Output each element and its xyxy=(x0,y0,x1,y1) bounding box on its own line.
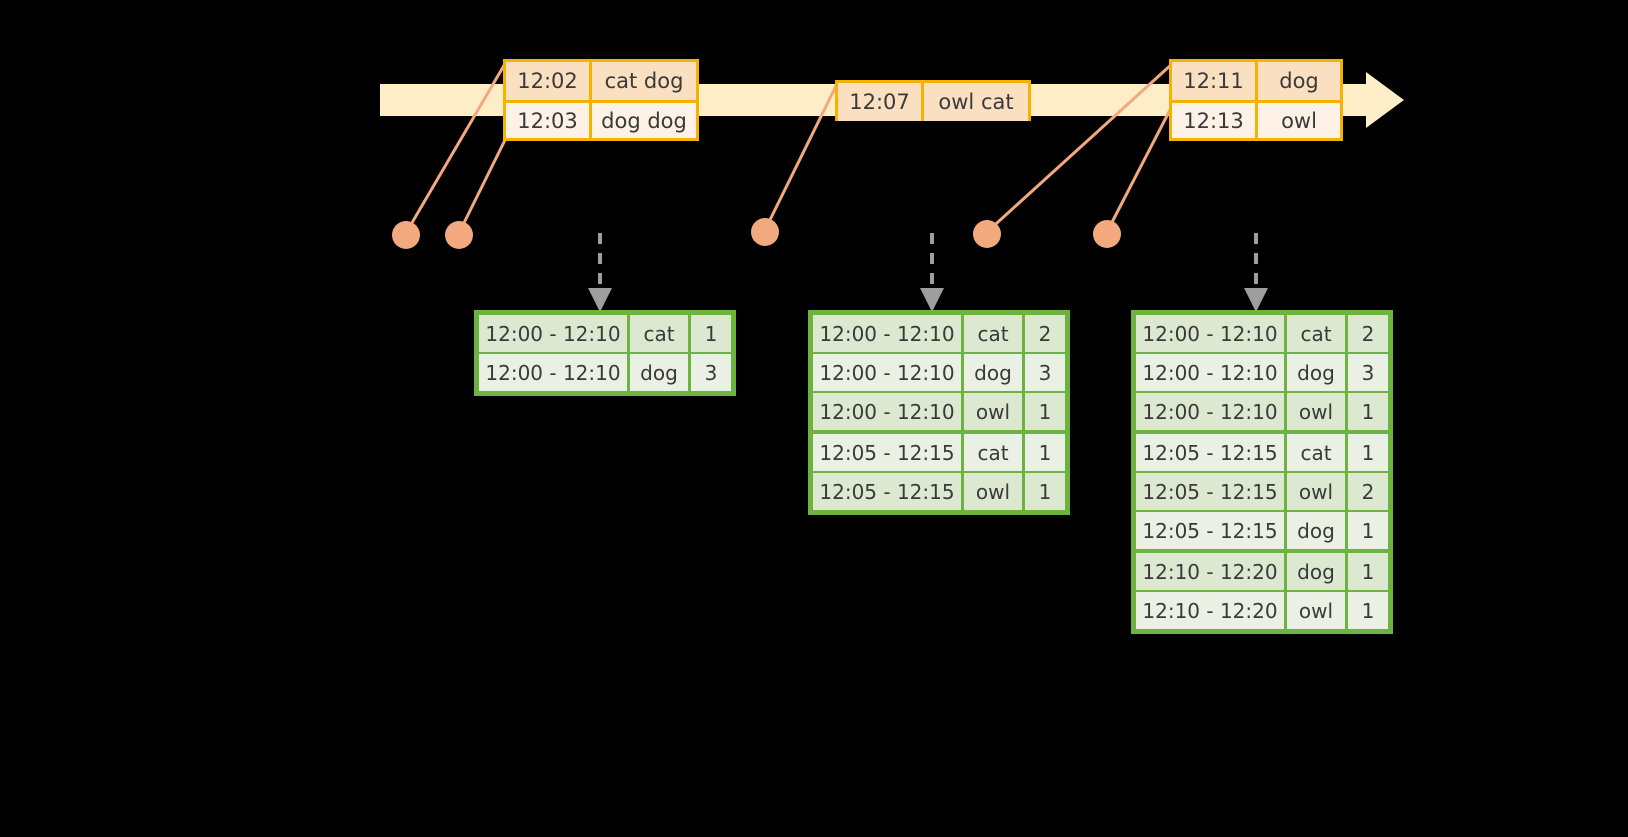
key-cell: cat xyxy=(1287,434,1345,471)
dashed-arrow-head-3 xyxy=(1244,288,1268,312)
timeline-arrow-head xyxy=(1366,72,1404,128)
count-cell: 1 xyxy=(1348,592,1388,629)
event-row[interactable]: 12:07 owl cat xyxy=(838,83,1028,121)
key-cell: cat xyxy=(964,315,1022,352)
window-cell: 12:00 - 12:10 xyxy=(813,315,961,352)
event-value: owl cat xyxy=(924,83,1028,121)
count-cell: 3 xyxy=(1025,354,1065,391)
connector-line-2 xyxy=(457,137,508,234)
key-cell: cat xyxy=(630,315,688,352)
count-cell: 2 xyxy=(1025,315,1065,352)
key-cell: owl xyxy=(1287,473,1345,510)
dashed-arrow-head-1 xyxy=(588,288,612,312)
event-value: owl xyxy=(1258,103,1340,138)
dashed-arrow-head-2 xyxy=(920,288,944,312)
timeline-bar-segment-3 xyxy=(1030,84,1172,116)
event-box-group-3[interactable]: 12:11 dog 12:13 owl xyxy=(1169,59,1343,141)
count-cell: 1 xyxy=(1348,434,1388,471)
count-cell: 2 xyxy=(1348,315,1388,352)
window-cell: 12:00 - 12:10 xyxy=(479,315,627,352)
event-row[interactable]: 12:11 dog xyxy=(1172,62,1340,100)
window-cell: 12:00 - 12:10 xyxy=(813,354,961,391)
event-marker-dot xyxy=(973,220,1001,248)
window-cell: 12:00 - 12:10 xyxy=(813,393,961,430)
timeline-bar-segment-1 xyxy=(380,84,505,116)
window-cell: 12:05 - 12:15 xyxy=(1136,434,1284,471)
window-cell: 12:05 - 12:15 xyxy=(1136,512,1284,549)
window-cell: 12:00 - 12:10 xyxy=(1136,354,1284,391)
event-time: 12:11 xyxy=(1172,62,1258,100)
event-time: 12:07 xyxy=(838,83,924,121)
key-cell: dog xyxy=(1287,354,1345,391)
count-cell: 1 xyxy=(1025,473,1065,510)
event-time: 12:03 xyxy=(506,103,592,138)
count-cell: 1 xyxy=(1025,434,1065,471)
event-value: dog dog xyxy=(592,103,696,138)
window-cell: 12:05 - 12:15 xyxy=(813,434,961,471)
window-cell: 12:10 - 12:20 xyxy=(1136,592,1284,629)
timeline-bar-segment-2 xyxy=(695,84,837,116)
key-cell: cat xyxy=(964,434,1022,471)
count-cell: 1 xyxy=(1348,553,1388,590)
key-cell: cat xyxy=(1287,315,1345,352)
key-cell: owl xyxy=(1287,393,1345,430)
event-box-group-2[interactable]: 12:07 owl cat xyxy=(835,80,1031,121)
event-marker-dot xyxy=(392,221,420,249)
key-cell: owl xyxy=(964,473,1022,510)
window-cell: 12:10 - 12:20 xyxy=(1136,553,1284,590)
key-cell: dog xyxy=(630,354,688,391)
key-cell: owl xyxy=(1287,592,1345,629)
connector-line-5 xyxy=(1105,105,1174,233)
count-cell: 3 xyxy=(1348,354,1388,391)
count-cell: 3 xyxy=(691,354,731,391)
event-row[interactable]: 12:03 dog dog xyxy=(506,100,696,138)
event-time: 12:13 xyxy=(1172,103,1258,138)
key-cell: dog xyxy=(1287,512,1345,549)
event-marker-dot xyxy=(1093,220,1121,248)
event-marker-dot xyxy=(445,221,473,249)
count-cell: 2 xyxy=(1348,473,1388,510)
count-cell: 1 xyxy=(1348,512,1388,549)
event-value: cat dog xyxy=(592,62,696,100)
event-marker-dot xyxy=(751,218,779,246)
count-cell: 1 xyxy=(691,315,731,352)
event-time: 12:02 xyxy=(506,62,592,100)
event-row[interactable]: 12:02 cat dog xyxy=(506,62,696,100)
window-cell: 12:05 - 12:15 xyxy=(1136,473,1284,510)
key-cell: dog xyxy=(964,354,1022,391)
window-cell: 12:05 - 12:15 xyxy=(813,473,961,510)
event-value: dog xyxy=(1258,62,1340,100)
window-cell: 12:00 - 12:10 xyxy=(479,354,627,391)
key-cell: dog xyxy=(1287,553,1345,590)
count-cell: 1 xyxy=(1025,393,1065,430)
event-row[interactable]: 12:13 owl xyxy=(1172,100,1340,138)
event-box-group-1[interactable]: 12:02 cat dog 12:03 dog dog xyxy=(503,59,699,141)
window-cell: 12:00 - 12:10 xyxy=(1136,315,1284,352)
key-cell: owl xyxy=(964,393,1022,430)
window-cell: 12:00 - 12:10 xyxy=(1136,393,1284,430)
count-cell: 1 xyxy=(1348,393,1388,430)
